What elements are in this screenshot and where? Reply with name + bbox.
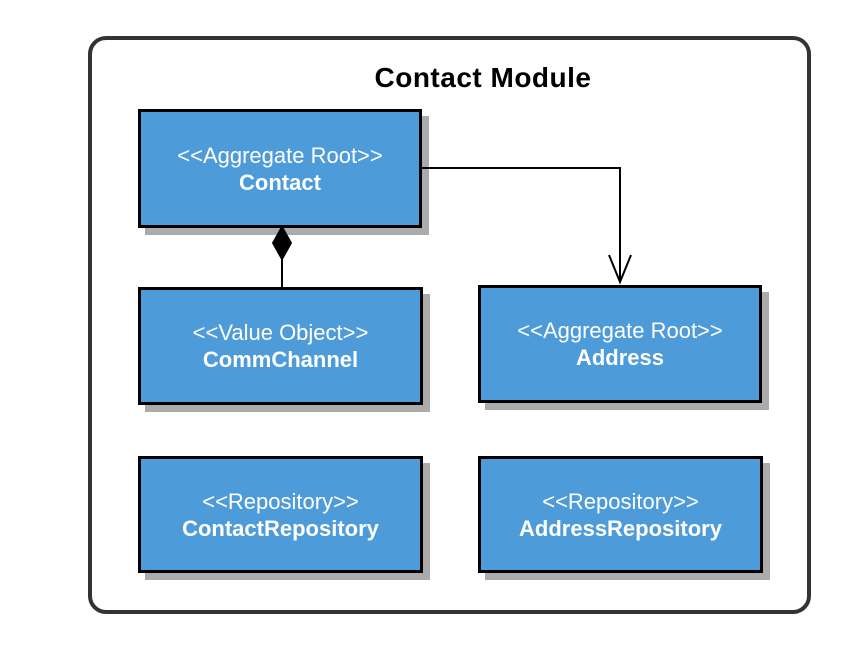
node-contact: <<Aggregate Root>> Contact bbox=[138, 109, 422, 228]
node-address-name: Address bbox=[575, 345, 665, 370]
node-contact-repository-name: ContactRepository bbox=[182, 515, 379, 541]
node-contact-stereotype: <<Aggregate Root>> bbox=[177, 142, 383, 168]
node-contact-repository: <<Repository>> ContactRepository bbox=[138, 456, 423, 573]
node-contact-name: Contact bbox=[239, 169, 321, 195]
node-address-stereotype: <<Aggregate Root>> bbox=[517, 318, 723, 343]
node-address-repository: <<Repository>> AddressRepository bbox=[478, 456, 763, 573]
node-address: <<Aggregate Root>> Address bbox=[478, 285, 762, 403]
node-commchannel-name: CommChannel bbox=[202, 347, 359, 372]
node-address-repository-stereotype: <<Repository>> bbox=[542, 488, 699, 514]
node-commchannel: <<Value Object>> CommChannel bbox=[138, 287, 423, 405]
node-address-repository-name: AddressRepository bbox=[519, 515, 722, 541]
node-commchannel-stereotype: <<Value Object>> bbox=[192, 320, 369, 345]
module-title: Contact Module bbox=[374, 62, 592, 93]
node-contact-repository-stereotype: <<Repository>> bbox=[202, 488, 359, 514]
